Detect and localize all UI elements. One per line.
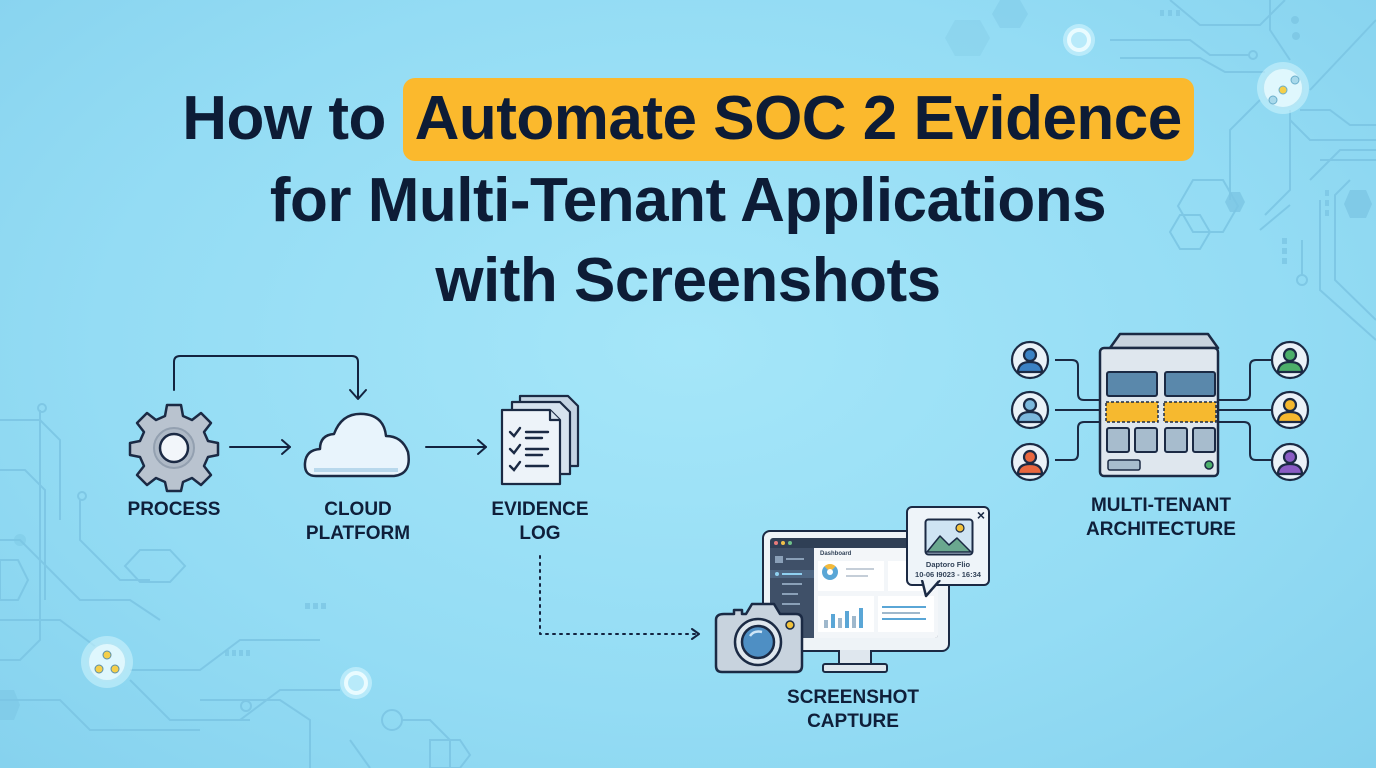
popup-file-name: Daptoro Flio: [925, 560, 971, 569]
title-line-2: for Multi-Tenant Applications: [269, 166, 1107, 235]
cloud-label-line2: PLATFORM: [305, 523, 411, 544]
evidence-label-line2: LOG: [519, 523, 561, 544]
cloud-icon: [303, 412, 410, 478]
cloud-platform-label: CLOUD PLATFORM: [296, 498, 420, 546]
screenshot-label-line2: CAPTURE: [807, 711, 899, 732]
popup-close-icon[interactable]: ×: [976, 507, 985, 523]
checklist-documents-icon: [500, 394, 580, 486]
monitor-base: [822, 663, 888, 673]
evidence-label-line1: EVIDENCE: [491, 499, 589, 520]
multi-tenant-label: MULTI-TENANT ARCHITECTURE: [1068, 494, 1254, 542]
title-highlight: Automate SOC 2 Evidence: [402, 78, 1194, 161]
camera-icon: [714, 602, 804, 674]
title-prefix: How to: [182, 84, 386, 153]
popup-timestamp: 10-06 I9023 - 16:34: [915, 570, 981, 579]
multi-tenant-diagram: [1010, 332, 1310, 482]
screenshot-label-line1: SCREENSHOT: [787, 687, 919, 708]
popup-caption: Daptoro Flio 10-06 I9023 - 16:34: [908, 560, 988, 580]
title-line-3: with Screenshots: [435, 246, 941, 315]
popup-tail: [920, 580, 941, 598]
evidence-log-label: EVIDENCE LOG: [478, 498, 602, 546]
screenshot-capture-label: SCREENSHOT CAPTURE: [760, 686, 946, 734]
architecture-label-line1: MULTI-TENANT: [1090, 495, 1231, 516]
cloud-label-line1: CLOUD: [324, 499, 392, 520]
screenshot-popup: × Daptoro Flio 10-06 I9023 - 16:34: [906, 506, 990, 586]
architecture-label-line2: ARCHITECTURE: [1086, 519, 1236, 540]
gear-icon: [128, 403, 220, 493]
image-icon: [924, 518, 974, 556]
title-line-1: How to Automate SOC 2 Evidence: [0, 78, 1376, 161]
process-label: PROCESS: [127, 499, 221, 520]
dashboard-title: Dashboard: [820, 551, 852, 557]
